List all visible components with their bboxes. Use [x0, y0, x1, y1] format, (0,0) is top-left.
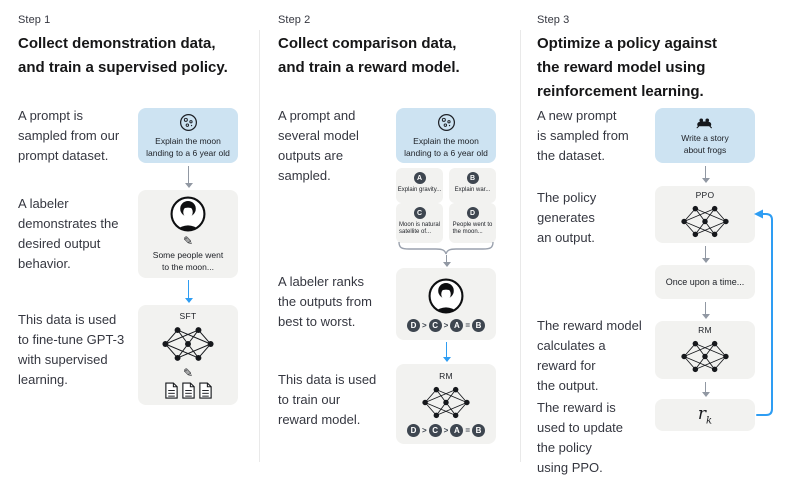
- ranking: D > C > A = B: [406, 424, 485, 437]
- rank-chip: D: [406, 318, 420, 332]
- step3-output-text: Once upon a time...: [665, 277, 745, 287]
- output-card-d: D People went to the moon...: [449, 203, 496, 243]
- rank-separator: =: [465, 320, 470, 330]
- brace-icon: [398, 241, 494, 255]
- rank-chip: B: [472, 424, 485, 437]
- output-letter: D: [466, 207, 479, 219]
- step2-heading: Collect comparison data, and train a rew…: [278, 35, 460, 76]
- step1-caption-sft: This data is used to fine-tune GPT-3 wit…: [18, 312, 125, 387]
- step2-caption-rm: This data is used to train our reward mo…: [278, 372, 377, 427]
- rm-label: RM: [439, 371, 453, 381]
- neural-network-icon: [422, 386, 470, 419]
- rank-chip: B: [472, 318, 485, 332]
- step1-sft-box: SFT ✎: [138, 305, 238, 405]
- output-card-c: C Moon is natural satellite of...: [396, 203, 443, 243]
- neural-network-icon: [681, 205, 729, 237]
- pencil-icon: ✎: [182, 234, 194, 248]
- step3-output-box: Once upon a time...: [655, 265, 755, 299]
- frog-icon: [696, 117, 712, 128]
- rank-chip: A: [450, 424, 464, 437]
- down-arrow-icon: [701, 166, 710, 183]
- output-letter: C: [413, 207, 426, 219]
- down-arrow-icon: [442, 255, 451, 267]
- step1-labeler-output: Some people went to the moon...: [152, 250, 224, 272]
- labeler-avatar-icon: [428, 278, 464, 313]
- step3-caption-policy: The policy generates an output.: [537, 190, 597, 245]
- output-letter: B: [466, 172, 479, 184]
- step3-ppo-box: PPO: [655, 186, 755, 243]
- output-text: Explain gravity...: [397, 186, 442, 193]
- step3-prompt-box: Write a story about frogs: [655, 108, 755, 163]
- moon-icon: [437, 113, 455, 131]
- rank-separator: >: [443, 320, 449, 330]
- rm-label: RM: [698, 325, 712, 335]
- output-text: Explain war...: [454, 186, 491, 193]
- step1-prompt-text: Explain the moon landing to a 6 year old: [146, 135, 230, 158]
- column-divider-2: [520, 30, 521, 462]
- moon-icon: [179, 113, 197, 131]
- output-card-a: A Explain gravity...: [396, 168, 443, 203]
- neural-network-icon: [162, 327, 214, 361]
- step1-labeler-box: ✎ Some people went to the moon...: [138, 190, 238, 278]
- step2-caption-labeler: A labeler ranks the outputs from best to…: [278, 274, 372, 329]
- down-arrow-icon: [184, 280, 193, 303]
- step3-heading: Optimize a policy against the reward mod…: [537, 35, 718, 100]
- step1-caption-labeler: A labeler demonstrates the desired outpu…: [18, 196, 119, 271]
- labeler-avatar-icon: [170, 196, 206, 232]
- step2-caption-prompt: A prompt and several model outputs are s…: [278, 108, 359, 183]
- step2-prompt-text: Explain the moon landing to a 6 year old: [404, 135, 488, 158]
- rank-separator: =: [465, 426, 470, 435]
- step2-prompt-box: Explain the moon landing to a 6 year old: [396, 108, 496, 163]
- ppo-label: PPO: [695, 189, 715, 200]
- output-text: Moon is natural satellite of...: [398, 221, 441, 236]
- step1-heading: Collect demonstration data, and train a …: [18, 35, 228, 76]
- feedback-arrow-icon: [754, 209, 773, 416]
- rank-separator: >: [421, 320, 427, 330]
- step3-caption-update: The reward is used to update the policy …: [537, 400, 624, 475]
- down-arrow-icon: [442, 342, 451, 362]
- step3-caption-reward: The reward model calculates a reward for…: [537, 318, 642, 393]
- sft-label: SFT: [179, 311, 197, 321]
- output-letter: A: [413, 172, 426, 184]
- step1-caption-prompt: A prompt is sampled from our prompt data…: [18, 108, 120, 163]
- rank-separator: >: [443, 426, 449, 435]
- ranking: D > C > A = B: [406, 318, 485, 332]
- output-card-b: B Explain war...: [449, 168, 496, 203]
- step2-label: Step 2: [278, 14, 311, 26]
- down-arrow-icon: [701, 246, 710, 263]
- pencil-icon: ✎: [182, 366, 194, 380]
- step2-labeler-box: D > C > A = B: [396, 268, 496, 340]
- rank-chip: A: [450, 318, 464, 332]
- step2-rm-box: RM D > C > A = B: [396, 364, 496, 444]
- step3-prompt-text: Write a story about frogs: [681, 132, 729, 155]
- reward-value: rk: [697, 403, 713, 427]
- step3-caption-prompt: A new prompt is sampled from the dataset…: [537, 108, 629, 163]
- rank-chip: D: [406, 424, 420, 437]
- rank-chip: C: [428, 318, 442, 332]
- down-arrow-icon: [701, 382, 710, 397]
- step1-label: Step 1: [18, 14, 51, 26]
- step3-rm-box: RM: [655, 321, 755, 379]
- step3-reward-box: rk: [655, 399, 755, 431]
- step1-prompt-box: Explain the moon landing to a 6 year old: [138, 108, 238, 163]
- step3-label: Step 3: [537, 14, 570, 26]
- down-arrow-icon: [184, 166, 193, 188]
- neural-network-icon: [681, 340, 729, 373]
- output-text: People went to the moon...: [452, 221, 493, 236]
- documents-icon: [164, 382, 213, 399]
- rank-chip: C: [428, 424, 442, 437]
- rank-separator: >: [421, 426, 427, 435]
- down-arrow-icon: [701, 302, 710, 319]
- column-divider-1: [259, 30, 260, 462]
